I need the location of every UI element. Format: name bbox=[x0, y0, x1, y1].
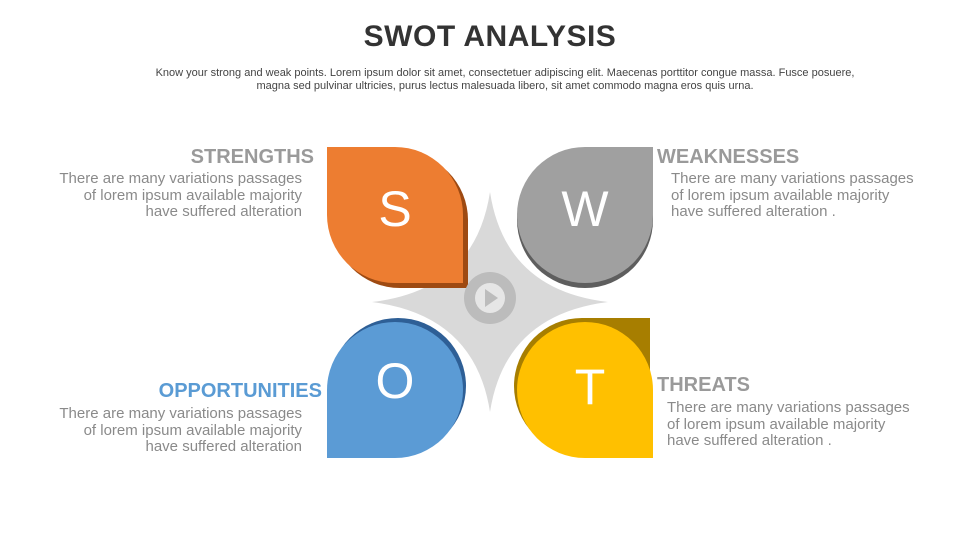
strengths-text: There are many variations passages of lo… bbox=[59, 170, 302, 220]
weaknesses-text: There are many variations passages of lo… bbox=[671, 170, 914, 220]
strengths-heading: STRENGTHS bbox=[190, 146, 314, 168]
opportunities-letter: O bbox=[376, 353, 415, 409]
threats-letter: T bbox=[575, 359, 606, 415]
weaknesses-petal bbox=[517, 147, 653, 283]
threats-petal bbox=[517, 322, 653, 458]
threats-heading: THREATS bbox=[657, 374, 750, 396]
strengths-letter: S bbox=[378, 181, 411, 237]
weaknesses-heading: WEAKNESSES bbox=[657, 146, 800, 168]
page-subtitle: Know your strong and weak points. Lorem … bbox=[155, 67, 855, 92]
opportunities-heading: OPPORTUNITIES bbox=[158, 380, 322, 402]
strengths-petal bbox=[327, 147, 463, 283]
page-title: SWOT ANALYSIS bbox=[363, 20, 617, 53]
threats-text: There are many variations passages of lo… bbox=[667, 399, 910, 449]
opportunities-petal bbox=[327, 322, 463, 458]
weaknesses-letter: W bbox=[561, 181, 609, 237]
opportunities-text: There are many variations passages of lo… bbox=[59, 405, 302, 455]
play-icon[interactable] bbox=[464, 272, 516, 324]
